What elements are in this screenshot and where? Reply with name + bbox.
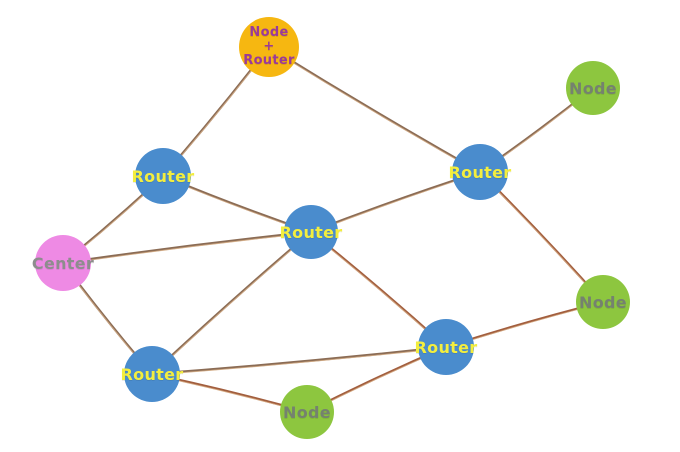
node-label-line: Node bbox=[249, 24, 289, 40]
node-router-right[interactable]: Router bbox=[449, 144, 511, 200]
node-label: Center bbox=[31, 253, 95, 273]
edge-router-bottom-left--router-bottom-right bbox=[150, 345, 448, 376]
node-node-right[interactable]: Node bbox=[576, 275, 630, 329]
node-label: Router bbox=[414, 337, 478, 357]
node-router-bottom-left[interactable]: Router bbox=[121, 346, 183, 402]
node-router-middle[interactable]: Router bbox=[280, 205, 342, 259]
node-node-top-right[interactable]: Node bbox=[566, 61, 620, 115]
node-node-bottom[interactable]: Node bbox=[280, 385, 334, 439]
node-label: Router bbox=[279, 222, 343, 242]
node-label-line: Router bbox=[243, 53, 295, 69]
edge-center--router-middle bbox=[61, 230, 313, 265]
edge-highlight bbox=[151, 232, 312, 376]
node-node-router-top[interactable]: Node+Router bbox=[239, 17, 299, 77]
node-label: Router bbox=[120, 364, 184, 384]
node-label: Node+Router bbox=[243, 24, 295, 69]
node-router-left[interactable]: Router bbox=[132, 148, 194, 204]
edge-highlight bbox=[268, 47, 481, 174]
node-label-line: + bbox=[263, 38, 275, 54]
node-router-bottom-right[interactable]: Router bbox=[415, 319, 477, 375]
node-label: Router bbox=[131, 166, 195, 186]
node-label: Router bbox=[448, 162, 512, 182]
node-label: Node bbox=[579, 292, 627, 312]
node-center[interactable]: Center bbox=[31, 235, 95, 291]
edge-highlight bbox=[62, 232, 312, 265]
edge-node-router-top--router-right bbox=[267, 45, 482, 174]
node-label: Node bbox=[569, 78, 617, 98]
edge-highlight bbox=[151, 347, 447, 376]
node-label: Node bbox=[283, 402, 331, 422]
